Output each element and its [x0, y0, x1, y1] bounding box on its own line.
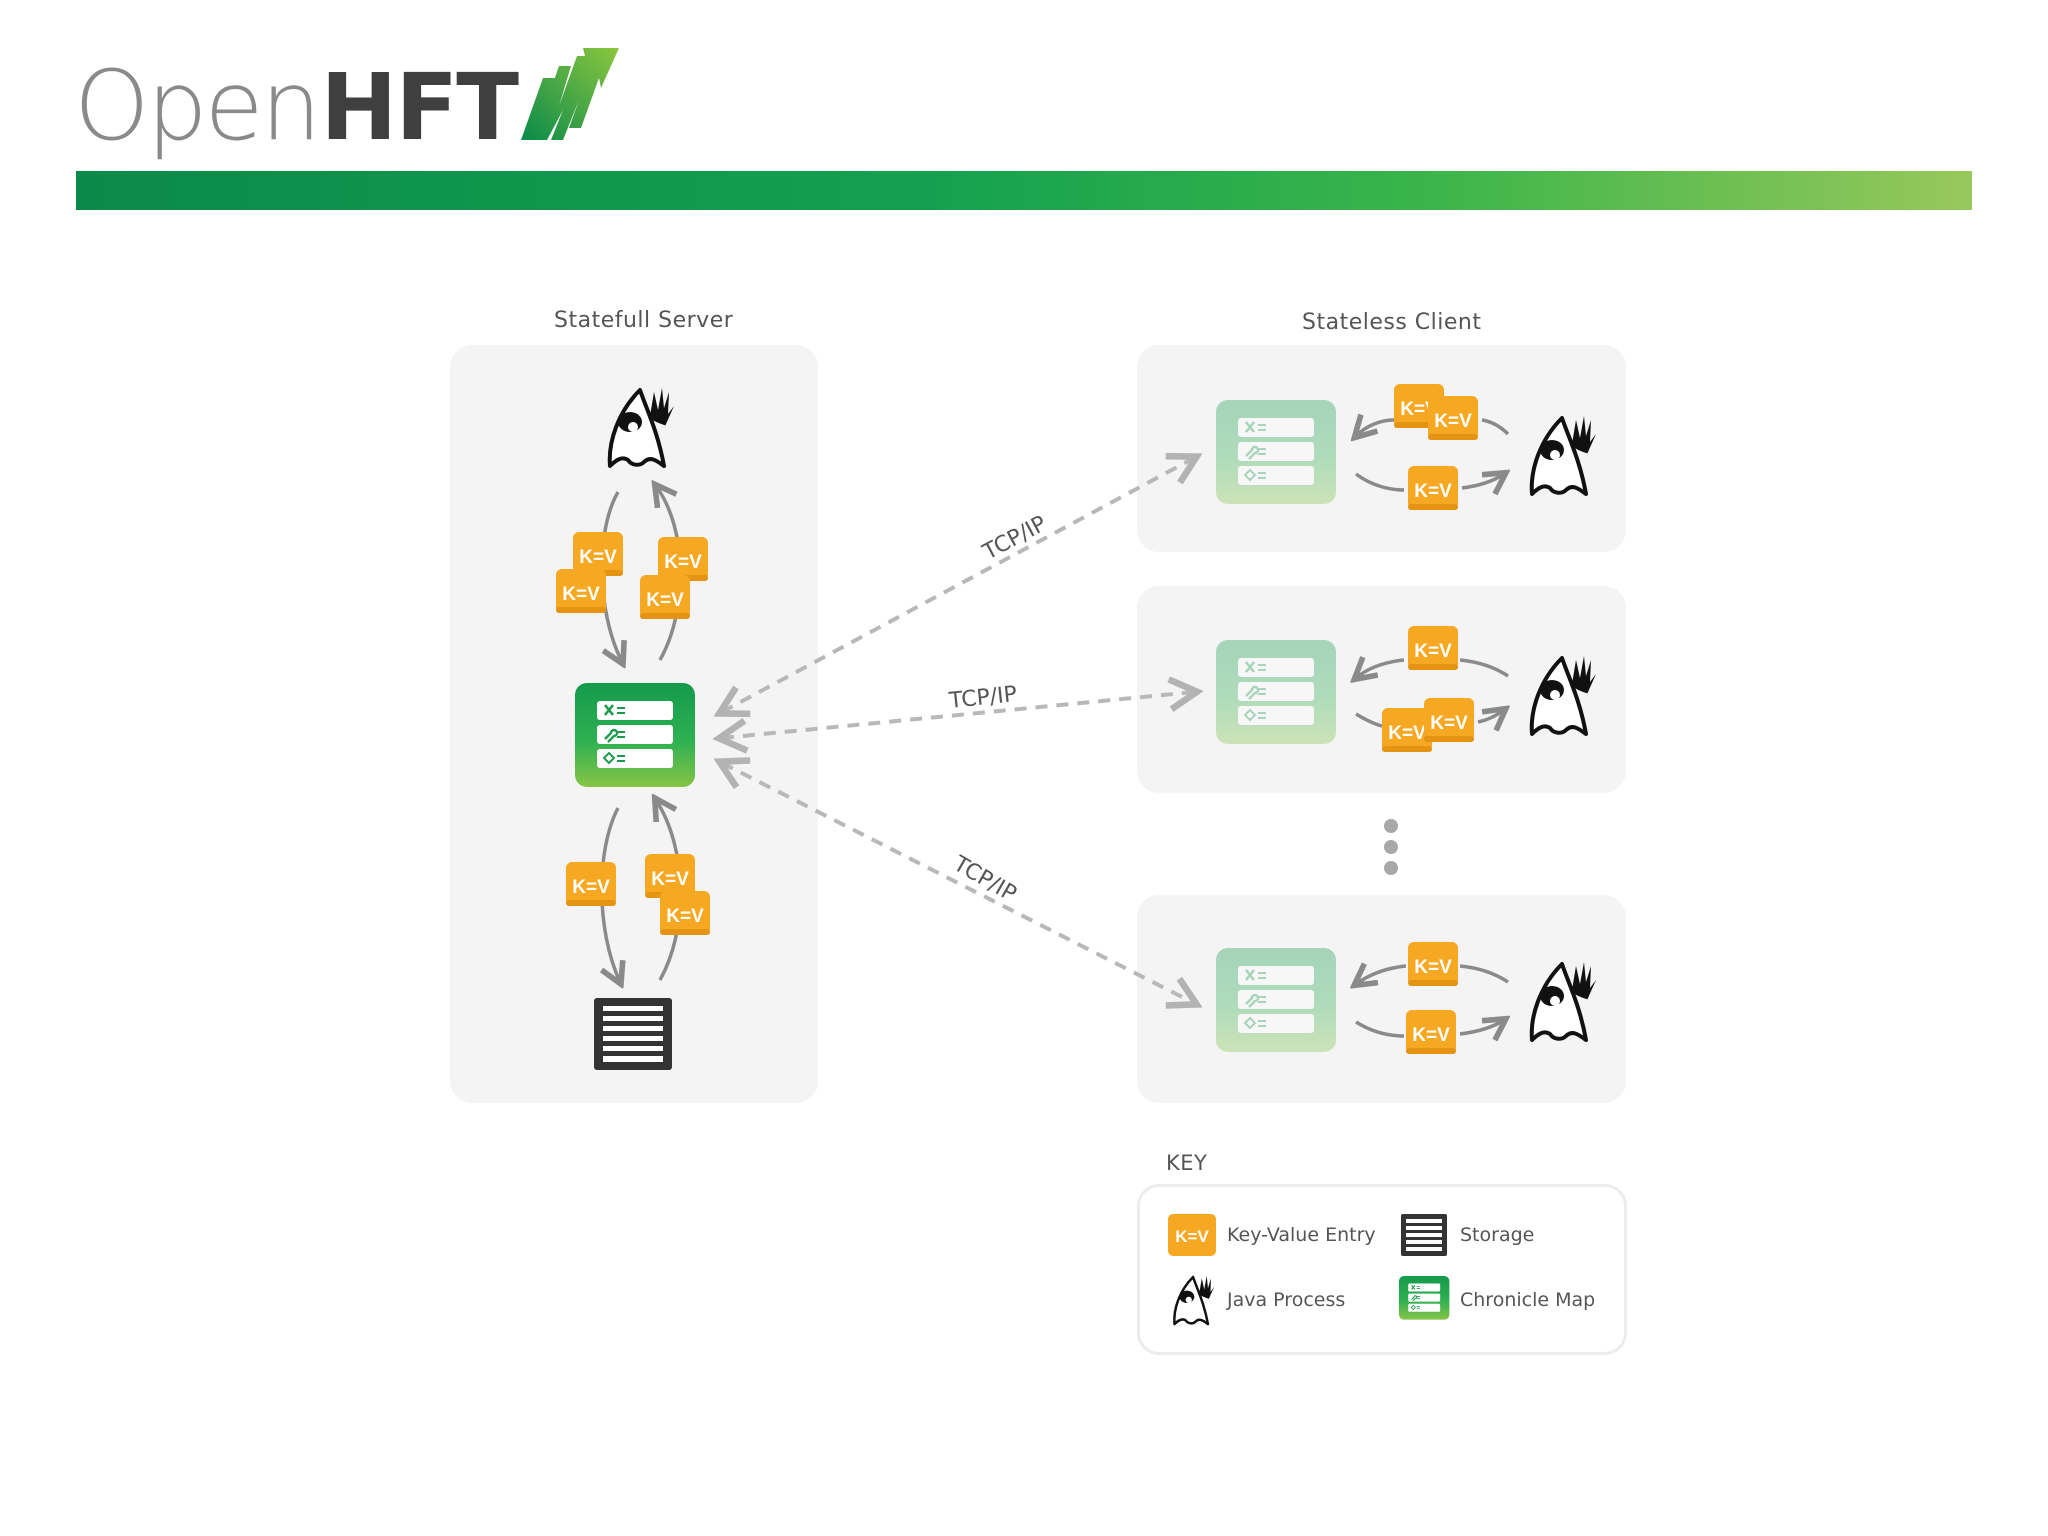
- client3-kv-b: K=V: [1406, 1010, 1456, 1054]
- client2-arrow-right: [1477, 710, 1504, 722]
- svg-text:K=V: K=V: [1434, 411, 1472, 432]
- client3-java-process-icon: [1529, 960, 1598, 1042]
- svg-text:K=V: K=V: [1414, 957, 1452, 978]
- client2-kv-b: K=V: [1382, 708, 1432, 752]
- client3-chronicle-map-icon: [1214, 946, 1338, 1054]
- client2-chronicle-map-icon: [1214, 638, 1338, 746]
- client1-kv-c: K=V: [1408, 466, 1458, 510]
- server-kv-top-b: K=V: [556, 569, 606, 613]
- server-kv-top-a: K=V: [573, 532, 623, 576]
- tcp-label-3: TCP/IP: [948, 851, 1020, 907]
- key-title: KEY: [1166, 1151, 1208, 1175]
- client3-arrow-left: [1356, 966, 1407, 984]
- client3-arrow-right: [1459, 1020, 1504, 1034]
- client2-kv-a: K=V: [1408, 626, 1458, 670]
- svg-text:K=V: K=V: [562, 584, 600, 605]
- svg-text:K=V: K=V: [1430, 713, 1468, 734]
- key-label-java: Java Process: [1227, 1289, 1346, 1311]
- openhft-logo: Open HFT: [74, 44, 623, 154]
- tcp-label-2: TCP/IP: [947, 682, 1018, 714]
- header-gradient-bar: [76, 171, 1972, 210]
- server-title: Statefull Server: [554, 308, 734, 333]
- svg-text:K=V: K=V: [651, 869, 689, 890]
- key-label-storage: Storage: [1460, 1224, 1535, 1246]
- client1-chronicle-map-icon: [1214, 398, 1338, 506]
- client2-arrow-right-tail: [1355, 712, 1383, 728]
- server-java-process-icon: [607, 386, 676, 468]
- key-label-kv: Key-Value Entry: [1227, 1224, 1376, 1246]
- client1-arrow-right: [1461, 474, 1504, 488]
- key-storage-icon: [1401, 1214, 1447, 1256]
- svg-text:K=V: K=V: [646, 590, 684, 611]
- client-title: Stateless Client: [1302, 310, 1482, 335]
- key-legend-box: [1137, 1184, 1627, 1355]
- tcp-connection-1: [722, 458, 1194, 712]
- client3-kv-a: K=V: [1408, 942, 1458, 986]
- server-kv-top-c: K=V: [658, 537, 708, 581]
- logo-hft-text: HFT: [320, 54, 519, 161]
- tcp-label-1: TCP/IP: [978, 511, 1051, 565]
- key-label-chronicle: Chronicle Map: [1460, 1289, 1596, 1311]
- key-kv-entry-icon: K=V: [1168, 1214, 1216, 1256]
- logo-chart-icon: [521, 48, 620, 140]
- tcp-connection-2: [722, 692, 1194, 738]
- client1-arrow-left-tail: [1481, 418, 1510, 436]
- server-kv-bot-c: K=V: [660, 891, 710, 935]
- client1-java-process-icon: [1529, 414, 1598, 496]
- client2-kv-c: K=V: [1424, 698, 1474, 742]
- more-clients-ellipsis-icon: [1384, 819, 1398, 875]
- svg-text:K=V: K=V: [572, 877, 610, 898]
- svg-text:K=V: K=V: [666, 906, 704, 927]
- svg-text:K=V: K=V: [579, 547, 617, 568]
- key-chronicle-map-icon: [1398, 1275, 1450, 1321]
- client3-arrow-left-tail: [1459, 964, 1509, 984]
- key-java-process-icon: [1173, 1274, 1216, 1326]
- svg-text:K=V: K=V: [1414, 641, 1452, 662]
- client3-arrow-right-tail: [1355, 1020, 1405, 1038]
- client2-java-process-icon: [1529, 654, 1598, 736]
- client2-arrow-left-tail: [1459, 658, 1509, 678]
- server-storage-icon: [594, 998, 672, 1070]
- svg-text:K=V: K=V: [664, 552, 702, 573]
- svg-text:K=V: K=V: [1412, 1025, 1450, 1046]
- svg-text:K=V: K=V: [1175, 1227, 1209, 1246]
- server-kv-bot-a: K=V: [566, 862, 616, 906]
- client1-arrow-right-tail: [1354, 472, 1405, 492]
- tcp-connection-3: [722, 763, 1194, 1003]
- client1-arrow-left: [1356, 420, 1395, 436]
- server-kv-top-d: K=V: [640, 575, 690, 619]
- server-kv-bot-b: K=V: [645, 854, 695, 898]
- svg-text:K=V: K=V: [1414, 481, 1452, 502]
- client2-arrow-left: [1356, 660, 1405, 678]
- server-chronicle-map-icon: [573, 681, 697, 789]
- client1-kv-b: K=V: [1428, 396, 1478, 440]
- logo-open-text: Open: [74, 50, 321, 162]
- svg-text:K=V: K=V: [1388, 723, 1426, 744]
